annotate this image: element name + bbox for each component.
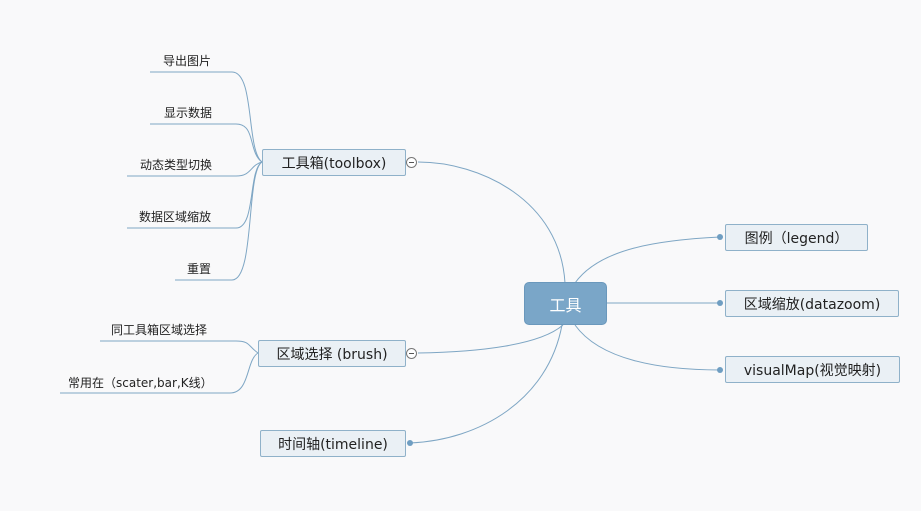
toolbox-leaf-export-image[interactable]: 导出图片: [163, 54, 212, 68]
legend-connector-dot: [717, 234, 723, 240]
toolbox-leaf-show-data[interactable]: 显示数据: [164, 106, 213, 120]
brush-collapse-icon[interactable]: [406, 348, 417, 359]
branch-visualmap-label: visualMap(视觉映射): [743, 362, 882, 379]
toolbox-leaf-data-zoom[interactable]: 数据区域缩放: [139, 210, 212, 224]
branch-legend-label: 图例（legend）: [744, 230, 849, 247]
toolbox-leaf-reset[interactable]: 重置: [187, 262, 212, 276]
link-root-visualmap: [574, 324, 721, 371]
branch-brush-label: 区域选择 (brush): [276, 346, 388, 363]
timeline-connector-dot: [407, 440, 413, 446]
link-root-legend: [574, 236, 721, 284]
toolbox-collapse-icon[interactable]: [406, 157, 417, 168]
branch-toolbox[interactable]: 工具箱(toolbox): [262, 149, 406, 176]
branch-visualmap[interactable]: visualMap(视觉映射): [725, 356, 900, 383]
branch-timeline-label: 时间轴(timeline): [278, 436, 388, 453]
brush-leaf-same-as-toolbox[interactable]: 同工具箱区域选择: [111, 323, 208, 337]
link-toolbox-leaf-1: [150, 71, 263, 163]
link-root-timeline: [409, 324, 563, 444]
link-root-toolbox: [417, 161, 566, 284]
link-brush-leaf-2: [60, 352, 259, 394]
branch-toolbox-label: 工具箱(toolbox): [281, 155, 387, 172]
branch-legend[interactable]: 图例（legend）: [725, 224, 868, 251]
link-brush-leaf-1: [100, 340, 259, 354]
toolbox-leaf-type-switch[interactable]: 动态类型切换: [140, 158, 213, 172]
link-toolbox-leaf-2: [150, 123, 263, 163]
visualmap-connector-dot: [717, 367, 723, 373]
branch-timeline[interactable]: 时间轴(timeline): [260, 430, 406, 457]
link-root-brush: [417, 324, 564, 354]
datazoom-connector-dot: [717, 300, 723, 306]
root-node-label: 工具: [549, 295, 582, 315]
link-toolbox-leaf-5: [175, 161, 263, 281]
branch-datazoom[interactable]: 区域缩放(datazoom): [725, 290, 899, 317]
branch-brush[interactable]: 区域选择 (brush): [258, 340, 406, 367]
branch-datazoom-label: 区域缩放(datazoom): [743, 296, 881, 313]
root-node[interactable]: 工具: [524, 282, 607, 325]
link-toolbox-leaf-3: [127, 161, 263, 177]
brush-leaf-common-usage[interactable]: 常用在（scater,bar,K线）: [68, 376, 213, 390]
